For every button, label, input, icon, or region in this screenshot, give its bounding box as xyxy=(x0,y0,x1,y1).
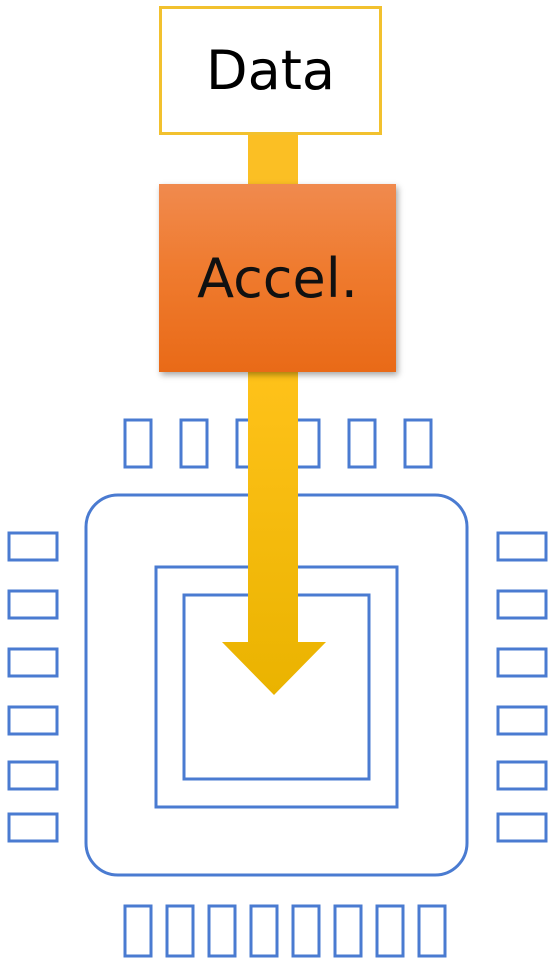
chip-pin xyxy=(7,531,59,562)
data-box: Data xyxy=(159,6,382,135)
chip-pin xyxy=(496,760,548,791)
chip-pin xyxy=(165,904,195,958)
chip-pins-left xyxy=(7,531,59,843)
chip-pin xyxy=(496,812,548,843)
chip-pin xyxy=(7,760,59,791)
chip-pin xyxy=(375,904,405,958)
chip-pin xyxy=(496,531,548,562)
chip-pin xyxy=(123,418,153,469)
accelerator-box: Accel. xyxy=(159,184,396,372)
chip-pin xyxy=(7,647,59,678)
chip-pin xyxy=(496,589,548,620)
chip-pins-right xyxy=(496,531,548,843)
chip-pin xyxy=(249,904,279,958)
chip-pin xyxy=(333,904,363,958)
chip-pin xyxy=(7,589,59,620)
data-label: Data xyxy=(206,39,335,102)
chip-pin xyxy=(403,418,433,469)
data-to-accel-connector xyxy=(248,134,298,186)
accelerator-label: Accel. xyxy=(197,246,358,310)
accel-to-chip-arrow xyxy=(222,370,326,695)
chip-pin xyxy=(496,647,548,678)
chip-pin xyxy=(291,904,321,958)
chip-pin xyxy=(417,904,447,958)
chip-pin xyxy=(7,812,59,843)
chip-pin xyxy=(123,904,153,958)
chip-pin xyxy=(7,705,59,736)
chip-pin xyxy=(179,418,209,469)
chip-pin xyxy=(207,904,237,958)
chip-pin xyxy=(347,418,377,469)
chip-pin xyxy=(496,705,548,736)
chip-pins-bottom xyxy=(123,904,447,958)
